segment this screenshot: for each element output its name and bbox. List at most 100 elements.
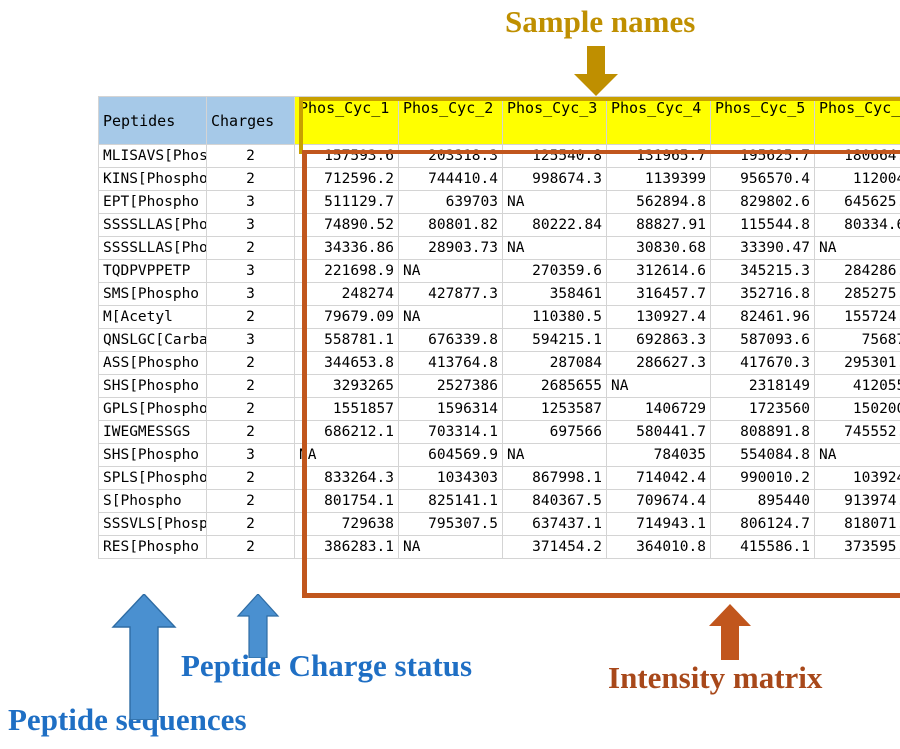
cell-intensity[interactable]: 371454.2 xyxy=(502,535,607,559)
cell-intensity[interactable]: 203318.3 xyxy=(398,144,503,168)
cell-intensity[interactable]: NA xyxy=(398,535,503,559)
cell-intensity[interactable]: 990010.2 xyxy=(710,466,815,490)
cell-charge[interactable]: 3 xyxy=(206,328,295,352)
cell-intensity[interactable]: 316457.7 xyxy=(606,282,711,306)
cell-intensity[interactable]: 511129.7 xyxy=(294,190,399,214)
cell-intensity[interactable]: 818071.6 xyxy=(814,512,900,536)
cell-peptide[interactable]: EPT[Phospho xyxy=(98,190,207,214)
cell-intensity[interactable]: 745552.6 xyxy=(814,420,900,444)
cell-intensity[interactable]: 1039246 xyxy=(814,466,900,490)
cell-intensity[interactable]: 2527386 xyxy=(398,374,503,398)
cell-intensity[interactable]: 1139399 xyxy=(606,167,711,191)
cell-intensity[interactable]: NA xyxy=(398,305,503,329)
column-header-sample-1[interactable]: Phos_Cyc_1 xyxy=(294,96,399,145)
cell-intensity[interactable]: 74890.52 xyxy=(294,213,399,237)
cell-intensity[interactable]: 712596.2 xyxy=(294,167,399,191)
cell-charge[interactable]: 3 xyxy=(206,443,295,467)
cell-intensity[interactable]: 692863.3 xyxy=(606,328,711,352)
cell-peptide[interactable]: GPLS[Phospho xyxy=(98,397,207,421)
table-row[interactable]: SSSSLLAS[Phospho234336.8628903.73NA30830… xyxy=(98,236,900,260)
table-row[interactable]: SSSVLS[Phospho2729638795307.5637437.1714… xyxy=(98,512,900,536)
cell-intensity[interactable]: NA xyxy=(398,259,503,283)
cell-peptide[interactable]: SPLS[Phospho xyxy=(98,466,207,490)
cell-charge[interactable]: 2 xyxy=(206,535,295,559)
cell-charge[interactable]: 2 xyxy=(206,351,295,375)
cell-intensity[interactable]: 1551857 xyxy=(294,397,399,421)
cell-intensity[interactable]: 1253587 xyxy=(502,397,607,421)
cell-intensity[interactable]: 562894.8 xyxy=(606,190,711,214)
cell-peptide[interactable]: RES[Phospho xyxy=(98,535,207,559)
cell-intensity[interactable]: 554084.8 xyxy=(710,443,815,467)
cell-intensity[interactable]: NA xyxy=(814,443,900,467)
cell-intensity[interactable]: 80334.69 xyxy=(814,213,900,237)
cell-intensity[interactable]: 784035 xyxy=(606,443,711,467)
cell-intensity[interactable]: 284286.5 xyxy=(814,259,900,283)
cell-intensity[interactable]: 729638 xyxy=(294,512,399,536)
cell-intensity[interactable]: 88827.91 xyxy=(606,213,711,237)
cell-intensity[interactable]: 825141.1 xyxy=(398,489,503,513)
cell-intensity[interactable]: 33390.47 xyxy=(710,236,815,260)
cell-peptide[interactable]: IWEGMESSGS xyxy=(98,420,207,444)
cell-intensity[interactable]: 1406729 xyxy=(606,397,711,421)
cell-intensity[interactable]: 3293265 xyxy=(294,374,399,398)
cell-intensity[interactable]: NA xyxy=(502,236,607,260)
cell-intensity[interactable]: 427877.3 xyxy=(398,282,503,306)
cell-intensity[interactable]: 82461.96 xyxy=(710,305,815,329)
cell-intensity[interactable]: 312614.6 xyxy=(606,259,711,283)
cell-peptide[interactable]: S[Phospho xyxy=(98,489,207,513)
cell-charge[interactable]: 2 xyxy=(206,305,295,329)
cell-intensity[interactable]: 34336.86 xyxy=(294,236,399,260)
cell-charge[interactable]: 3 xyxy=(206,282,295,306)
cell-peptide[interactable]: SHS[Phospho xyxy=(98,443,207,467)
cell-intensity[interactable]: 28903.73 xyxy=(398,236,503,260)
cell-charge[interactable]: 2 xyxy=(206,420,295,444)
cell-intensity[interactable]: NA xyxy=(814,236,900,260)
column-header-sample-5[interactable]: Phos_Cyc_5 xyxy=(710,96,815,145)
cell-charge[interactable]: 2 xyxy=(206,512,295,536)
column-header-sample-4[interactable]: Phos_Cyc_4 xyxy=(606,96,711,145)
cell-intensity[interactable]: 1034303 xyxy=(398,466,503,490)
cell-intensity[interactable]: 703314.1 xyxy=(398,420,503,444)
cell-intensity[interactable]: NA xyxy=(294,443,399,467)
cell-peptide[interactable]: SMS[Phospho xyxy=(98,282,207,306)
cell-peptide[interactable]: TQDPVPPETP xyxy=(98,259,207,283)
cell-intensity[interactable]: 714943.1 xyxy=(606,512,711,536)
cell-intensity[interactable]: 806124.7 xyxy=(710,512,815,536)
cell-intensity[interactable]: 1723560 xyxy=(710,397,815,421)
cell-charge[interactable]: 2 xyxy=(206,144,295,168)
cell-intensity[interactable]: 1120046 xyxy=(814,167,900,191)
cell-charge[interactable]: 2 xyxy=(206,374,295,398)
cell-intensity[interactable]: 285275.5 xyxy=(814,282,900,306)
column-header-sample-2[interactable]: Phos_Cyc_2 xyxy=(398,96,503,145)
table-row[interactable]: MLISAVS[Phospho2157593.6203318.3125540.8… xyxy=(98,144,900,168)
cell-intensity[interactable]: 80222.84 xyxy=(502,213,607,237)
cell-charge[interactable]: 2 xyxy=(206,397,295,421)
cell-intensity[interactable]: 998674.3 xyxy=(502,167,607,191)
cell-intensity[interactable]: 364010.8 xyxy=(606,535,711,559)
cell-intensity[interactable]: 587093.6 xyxy=(710,328,815,352)
cell-intensity[interactable]: 956570.4 xyxy=(710,167,815,191)
cell-charge[interactable]: 3 xyxy=(206,190,295,214)
cell-intensity[interactable]: 344653.8 xyxy=(294,351,399,375)
column-header-peptides[interactable]: Peptides xyxy=(98,96,207,145)
cell-intensity[interactable]: 287084 xyxy=(502,351,607,375)
cell-peptide[interactable]: KINS[Phospho xyxy=(98,167,207,191)
cell-intensity[interactable]: 558781.1 xyxy=(294,328,399,352)
cell-peptide[interactable]: M[Acetyl xyxy=(98,305,207,329)
cell-intensity[interactable]: 79679.09 xyxy=(294,305,399,329)
cell-intensity[interactable]: 352716.8 xyxy=(710,282,815,306)
cell-charge[interactable]: 2 xyxy=(206,466,295,490)
cell-intensity[interactable]: 345215.3 xyxy=(710,259,815,283)
cell-intensity[interactable]: 415586.1 xyxy=(710,535,815,559)
cell-charge[interactable]: 3 xyxy=(206,213,295,237)
cell-peptide[interactable]: QNSLGC[Carbamid xyxy=(98,328,207,352)
column-header-sample-6[interactable]: Phos_Cyc_6 xyxy=(814,96,900,145)
